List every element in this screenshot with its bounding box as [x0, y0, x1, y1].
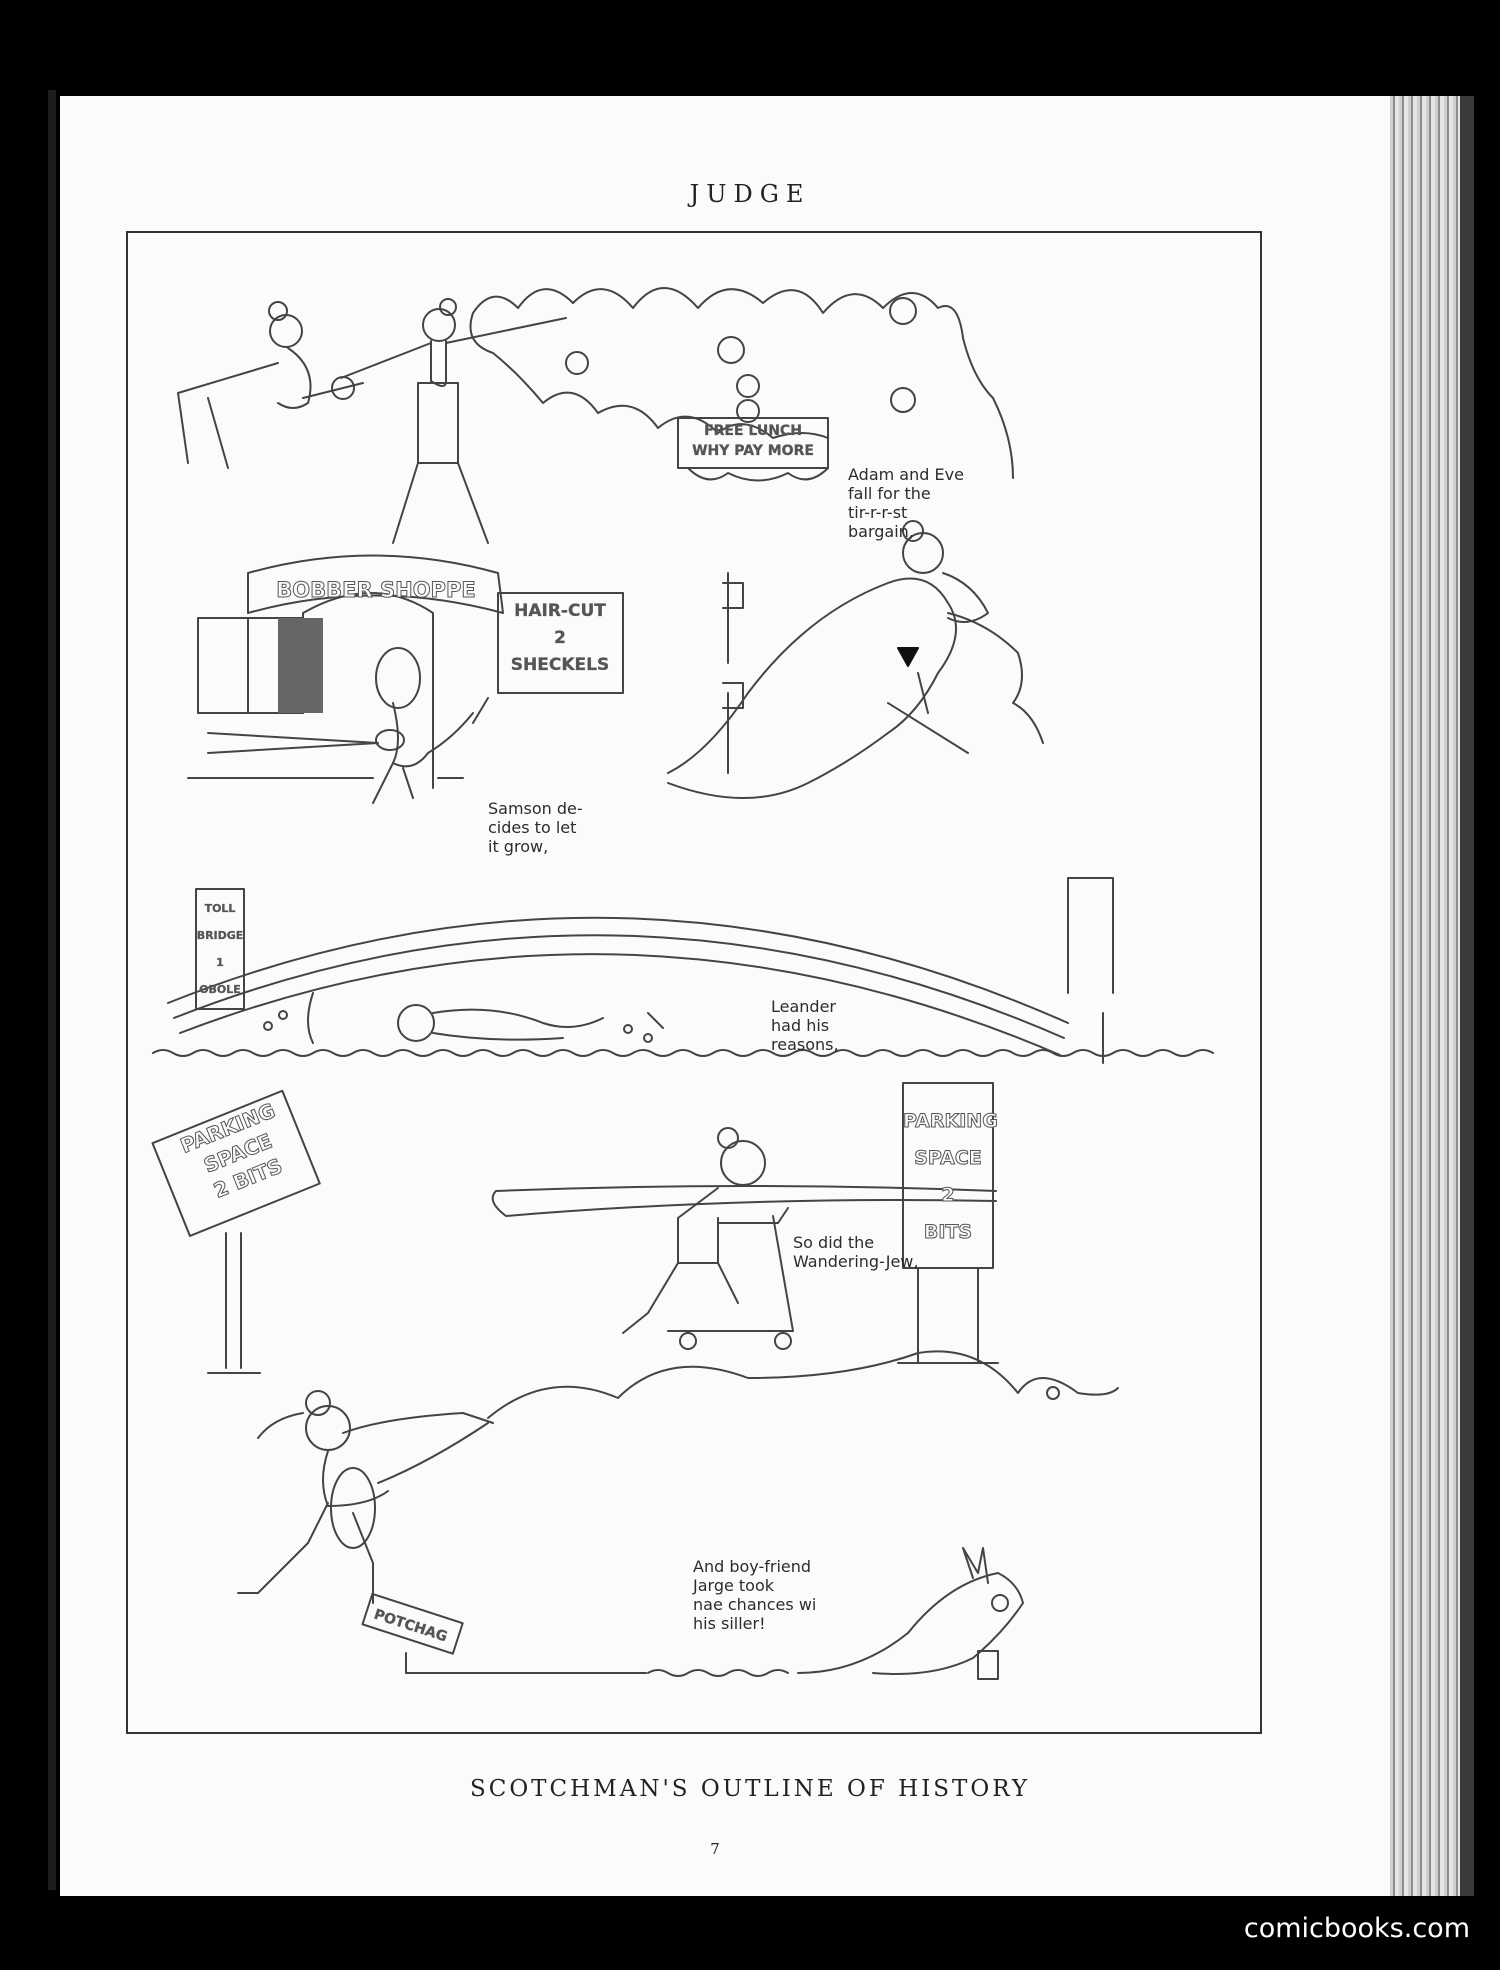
caption-wandering-jew: So did the Wandering-Jew, — [793, 1233, 919, 1271]
comic-frame: FREE LUNCH WHY PAY MORE BOBBER SHOPPE HA… — [126, 231, 1262, 1734]
page-title: SCOTCHMAN'S OUTLINE OF HISTORY — [469, 1776, 1031, 1802]
wandering-jew-illustration — [151, 1082, 999, 1374]
page-number: 7 — [710, 1840, 720, 1858]
caption-samson: Samson de- cides to let it grow, — [488, 799, 583, 856]
bobber-shoppe-sign: BOBBER SHOPPE — [276, 578, 476, 603]
caption-adam-eve: Adam and Eve fall for the tir-r-r-st bar… — [848, 465, 964, 541]
masthead: JUDGE — [689, 180, 811, 208]
page-edges — [1390, 96, 1474, 1896]
caption-jarge: And boy-friend Jarge took nae chances wi… — [693, 1557, 817, 1633]
jarge-illustration — [237, 1350, 1119, 1680]
samson-illustration — [187, 520, 1044, 804]
caption-leander: Leander had his reasons, — [771, 997, 839, 1054]
watermark: comicbooks.com — [1243, 1913, 1470, 1944]
leander-illustration — [152, 877, 1214, 1064]
hair-cut-sign: HAIR-CUT 2 SHECKELS — [510, 601, 610, 675]
magazine-page — [60, 96, 1420, 1896]
comic-artwork — [151, 287, 1214, 1680]
toll-bridge-sign: TOLL BRIDGE 1 OBOLE — [196, 902, 244, 996]
free-lunch-sign: FREE LUNCH WHY PAY MORE — [692, 423, 814, 459]
parking-space-sign-right: PARKING SPACE 2 BITS — [903, 1110, 999, 1244]
adam-eve-illustration — [177, 287, 1014, 544]
book-spine — [48, 90, 56, 1890]
